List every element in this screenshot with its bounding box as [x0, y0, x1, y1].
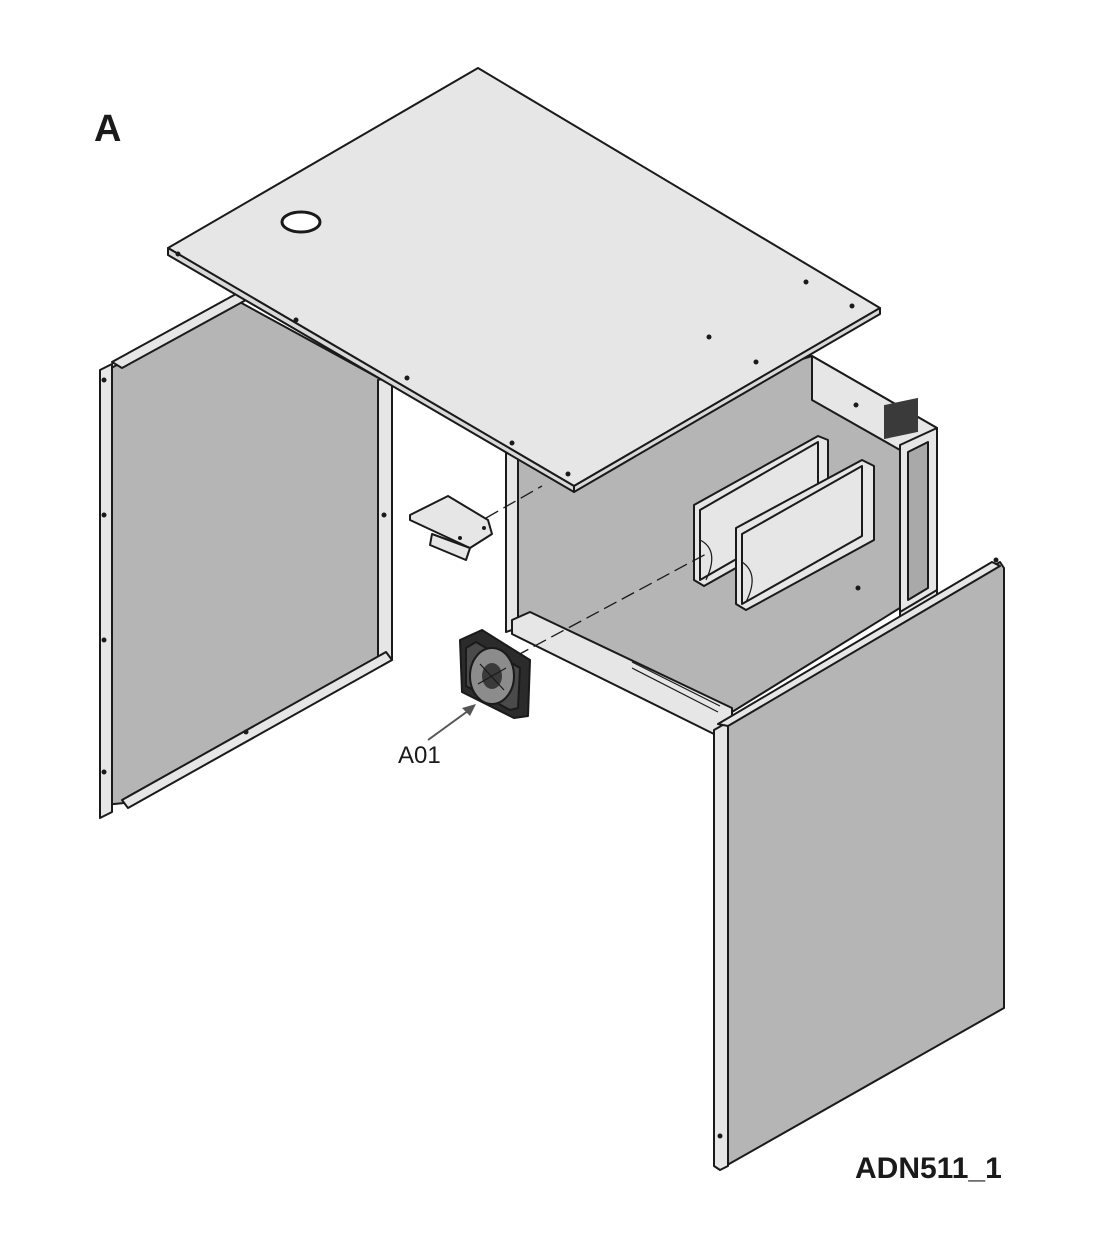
fan-a01 [459, 629, 531, 719]
floor-slots [631, 661, 721, 713]
right-side-panel [713, 557, 1005, 1171]
vent-grid [884, 397, 918, 440]
left-side-panel [99, 293, 393, 819]
lid-round-opening [280, 210, 322, 234]
small-plate [409, 495, 493, 561]
assembly-lines [485, 485, 707, 657]
callout-leader [427, 704, 476, 741]
view-letter: A [94, 108, 122, 150]
internal-brackets [693, 435, 875, 611]
callout-label-a01: A01 [398, 742, 441, 769]
top-lid [167, 67, 881, 493]
drawing-id: ADN511_1 [855, 1152, 1002, 1185]
